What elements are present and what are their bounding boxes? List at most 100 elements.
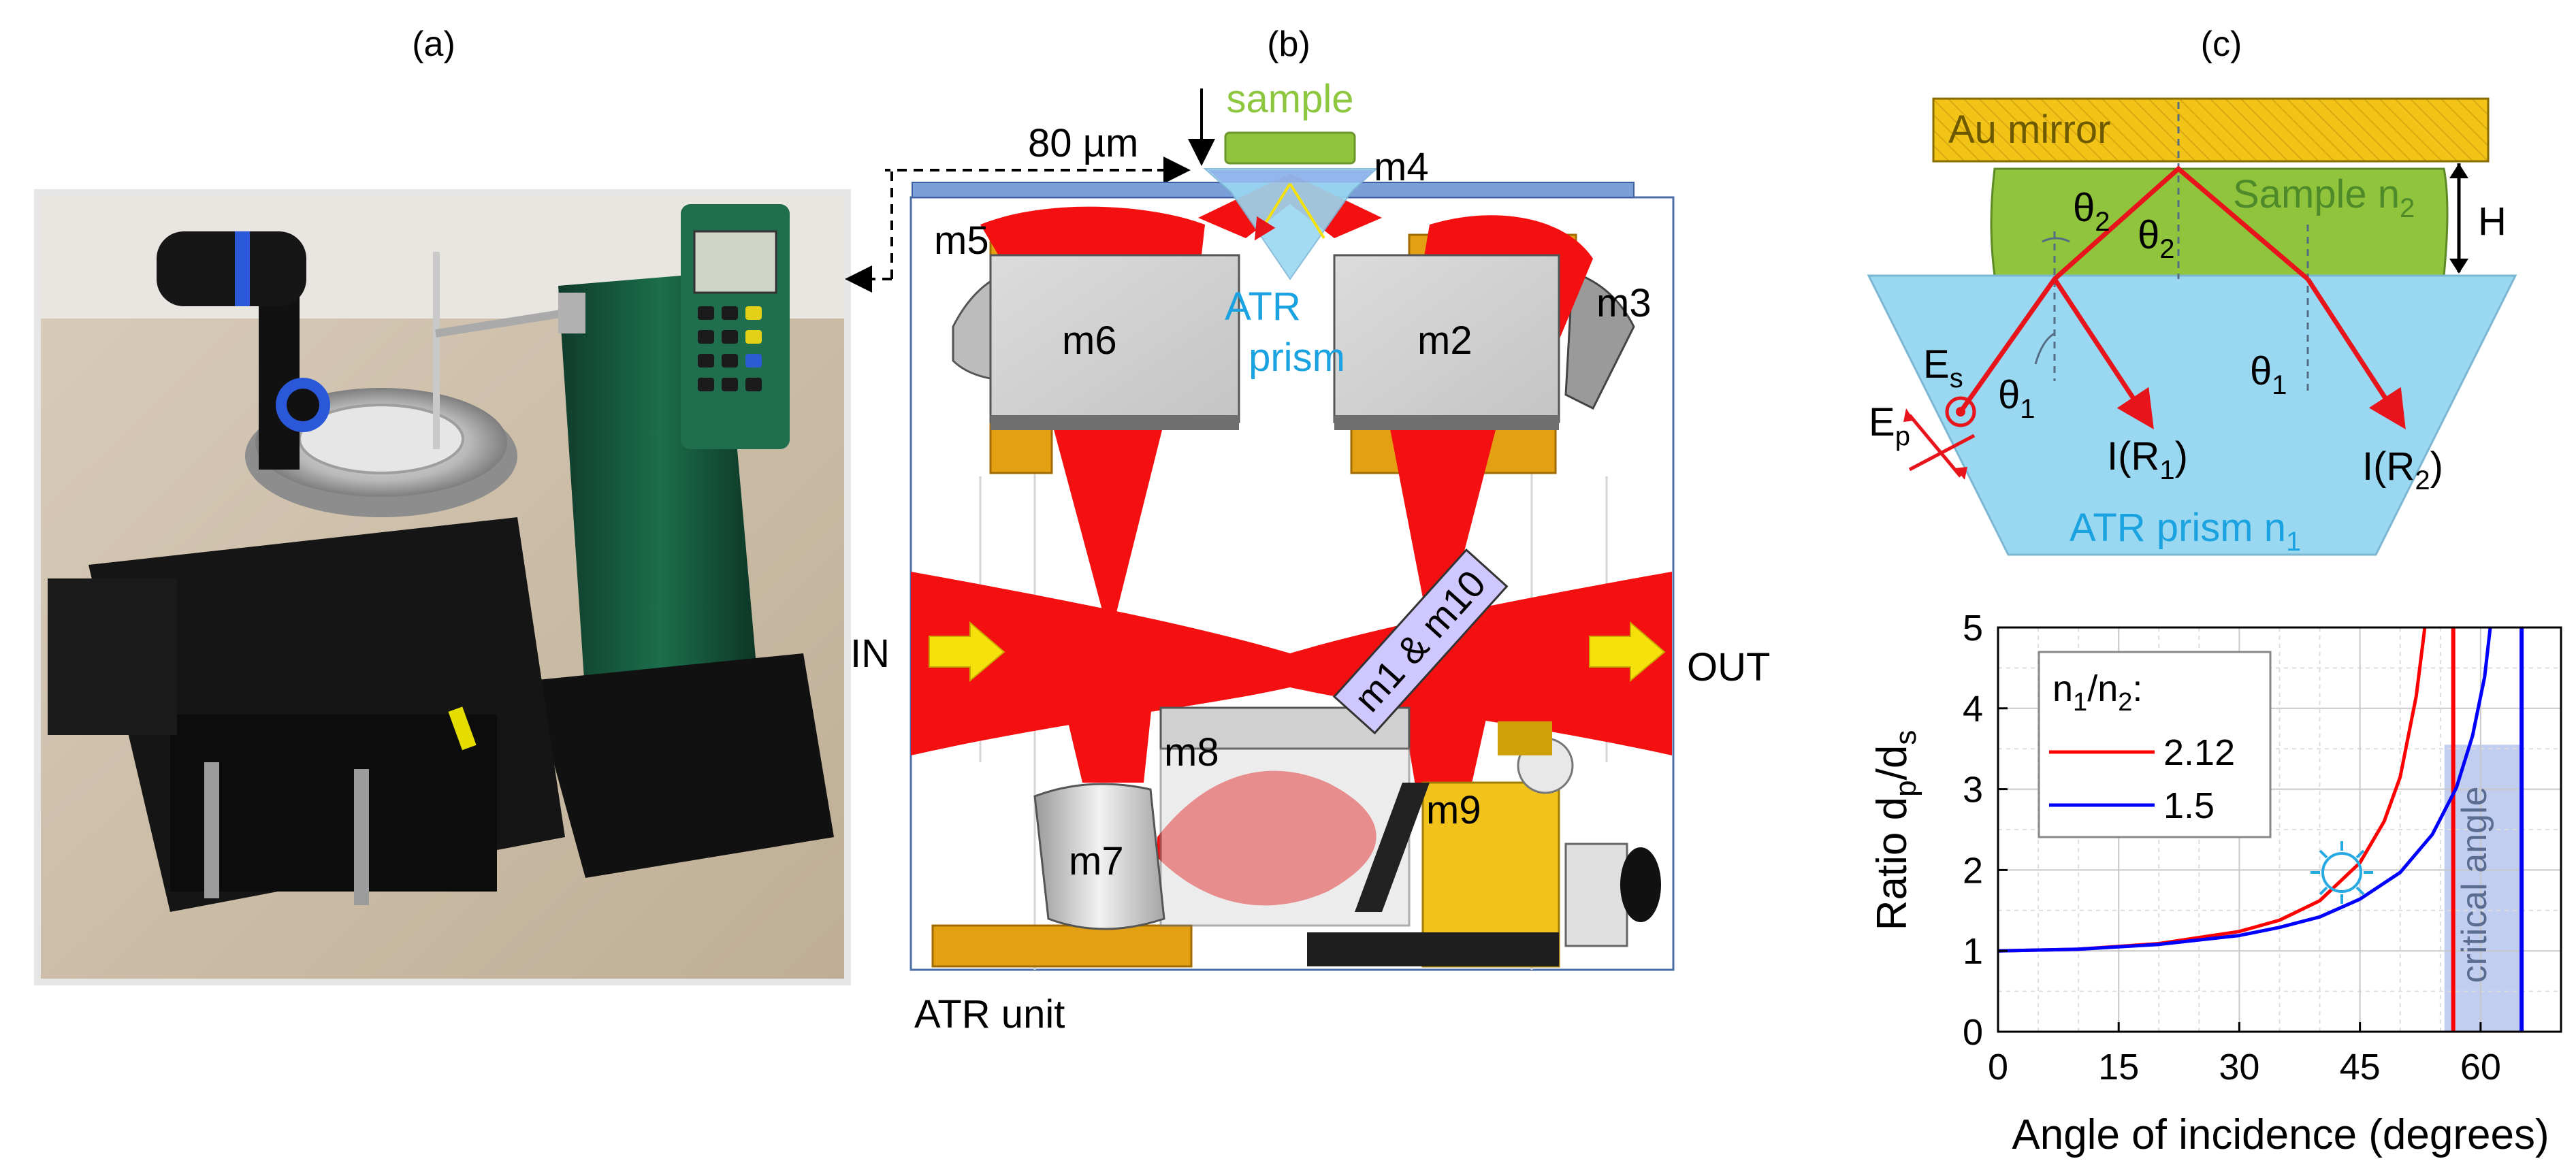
atr-prism xyxy=(1203,168,1379,280)
gauge-keypad xyxy=(698,306,762,391)
probe-rod xyxy=(433,252,440,449)
dashed-link xyxy=(890,169,1185,279)
au-mirror-label: Au mirror xyxy=(1948,108,2110,152)
beam-m6-down xyxy=(1052,422,1164,612)
beam-m2-down xyxy=(1389,422,1498,633)
series-line-1-5 xyxy=(1998,627,2492,953)
angle-arc-2 xyxy=(2042,237,2070,243)
sample-label: sample xyxy=(1227,77,1354,121)
thickness-label: 80 µm xyxy=(1028,121,1138,165)
panel-c-label: (c) xyxy=(2201,24,2242,64)
critical-angle-label: critical angle xyxy=(2455,786,2494,983)
x-tick-label: 30 xyxy=(2219,1047,2259,1088)
in-arrow-icon xyxy=(929,621,1005,683)
y-tick-label: 3 xyxy=(1963,770,1983,811)
theta2-left-label: θ2 xyxy=(2073,186,2110,237)
mirror-m2 xyxy=(1333,254,1560,430)
mount-m7 xyxy=(931,924,1193,968)
legend-box xyxy=(2038,651,2272,838)
m4-label: m4 xyxy=(1374,145,1429,189)
legend-label-1-5: 1.5 xyxy=(2163,785,2215,826)
mirror-m8 xyxy=(1159,706,1411,927)
micrometer-ring xyxy=(235,231,250,306)
x-tick-label: 60 xyxy=(2460,1047,2501,1088)
sun-marker-icon xyxy=(2311,841,2373,904)
y-tick-label: 5 xyxy=(1963,608,1983,649)
x-tick-label: 0 xyxy=(1988,1047,2008,1088)
stage-post-1 xyxy=(204,762,219,898)
m5-label: m5 xyxy=(934,218,989,263)
theta1-right-label: θ1 xyxy=(2250,349,2287,400)
x-tick-label: 15 xyxy=(2098,1047,2139,1088)
m3-label: m3 xyxy=(1596,281,1652,325)
panel-b-label: (b) xyxy=(1267,24,1310,64)
panel-c: (c) Au mirror Sample n2 ATR prism n1 H xyxy=(1867,24,2517,557)
atr-prism-label-1: ATR xyxy=(1225,284,1301,329)
series-layer xyxy=(1998,627,2524,1032)
m6-label: m6 xyxy=(1062,318,1117,363)
gauge-base xyxy=(531,653,834,878)
out-arrow-icon xyxy=(1589,621,1666,683)
es-label: Es xyxy=(1923,342,1963,393)
x-tick-labels: 0 15 30 45 60 xyxy=(1988,1022,2501,1088)
y-axis-label: Ratio dp/ds xyxy=(1869,730,1922,931)
m9-label: m9 xyxy=(1426,788,1481,832)
h-label: H xyxy=(2478,199,2507,244)
atr-prism-n1-label: ATR prism n1 xyxy=(2070,506,2301,557)
y-tick-label: 1 xyxy=(1963,931,1983,972)
i-r2-label: I(R2) xyxy=(2362,444,2443,495)
au-mirror xyxy=(1932,97,2490,163)
stage-side xyxy=(48,578,177,735)
panel-a-label: (a) xyxy=(412,24,455,64)
theta1-left-label: θ1 xyxy=(1998,373,2035,424)
angle-arc-1 xyxy=(2034,332,2055,365)
prism-ray-1 xyxy=(1254,182,1291,241)
m7-label: m7 xyxy=(1069,839,1124,883)
prism-top xyxy=(1208,170,1374,182)
micrometer-head xyxy=(157,231,306,306)
legend-label-2-12: 2.12 xyxy=(2163,732,2235,773)
x-axis-label: Angle of incidence (degrees) xyxy=(2012,1111,2549,1158)
normal-lines xyxy=(2053,102,2309,395)
gauge-display xyxy=(693,230,777,294)
m1-m10-box xyxy=(1332,548,1509,735)
stage-lower xyxy=(170,715,497,892)
gauge-clamp xyxy=(558,293,585,333)
stage-post-2 xyxy=(354,769,369,905)
y-tick-label: 2 xyxy=(1963,850,1983,891)
panel-b: (b) xyxy=(850,24,1770,1036)
x-tick-label: 45 xyxy=(2340,1047,2381,1088)
y-tick-label: 0 xyxy=(1963,1012,1983,1053)
ray-paths xyxy=(1959,165,2406,429)
photo-frame xyxy=(34,189,851,985)
panel-a: (a) xyxy=(34,24,851,985)
atr-unit-label: ATR unit xyxy=(914,992,1065,1036)
i-r1-label: I(R1) xyxy=(2107,434,2188,485)
beam-to-m9 xyxy=(1396,667,1498,789)
y-tick-label: 4 xyxy=(1963,689,1983,730)
legend: n1/n2: 2.12 1.5 xyxy=(2038,651,2272,838)
m8-label: m8 xyxy=(1164,730,1219,774)
instrument-photo xyxy=(34,189,851,985)
mirror-m6 xyxy=(989,254,1240,430)
prism-ray-2 xyxy=(1289,182,1325,240)
in-label: IN xyxy=(850,632,890,676)
atr-prism-label-2: prism xyxy=(1249,336,1345,380)
sample-n2-label: Sample n2 xyxy=(2233,172,2415,223)
mirror-m9 xyxy=(1307,721,1661,968)
out-label: OUT xyxy=(1687,645,1770,689)
ep-label: Ep xyxy=(1869,400,1910,451)
legend-title: n1/n2: xyxy=(2052,668,2142,717)
yellow-tag xyxy=(448,706,477,751)
beam-out xyxy=(1290,572,1672,755)
gauge-probe-arm xyxy=(435,309,566,338)
m2-label: m2 xyxy=(1417,318,1472,363)
beam-to-m7 xyxy=(1052,653,1157,783)
plot-frame xyxy=(1997,626,2562,1033)
mirror-m7 xyxy=(1033,783,1165,930)
sample-block xyxy=(1224,131,1356,165)
theta2-right-label: θ2 xyxy=(2138,213,2175,264)
y-tick-labels: 0 1 2 3 4 5 xyxy=(1963,608,2008,1053)
